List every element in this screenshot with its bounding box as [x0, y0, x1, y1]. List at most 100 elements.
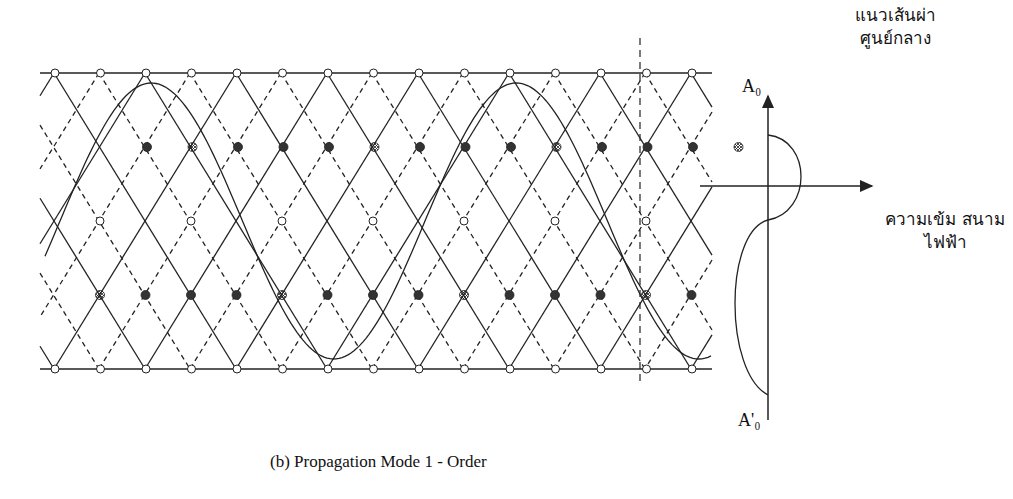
phase-dot: [460, 291, 469, 300]
reflection-point: [324, 365, 332, 373]
dashed-ray: [463, 73, 645, 369]
ray: [40, 198, 145, 369]
phase-dot: [278, 291, 287, 300]
reflection-point: [233, 69, 241, 77]
reflection-point: [142, 365, 150, 373]
reflection-point: [643, 365, 651, 373]
ray: [418, 73, 600, 369]
reflection-point: [597, 365, 605, 373]
ray: [327, 73, 509, 369]
ray: [691, 73, 712, 107]
figure-caption: (b) Propagation Mode 1 - Order: [270, 452, 487, 472]
dashed-ray: [99, 73, 281, 369]
reflection-point: [279, 69, 287, 77]
reflection-point: [370, 69, 378, 77]
reflection-point: [188, 69, 196, 77]
reflection-point: [461, 69, 469, 77]
field-axis-horizontal: [700, 185, 872, 187]
ray-lattice: [40, 73, 712, 369]
ray: [236, 73, 418, 369]
ray: [327, 73, 509, 369]
dashed-ray: [281, 73, 463, 369]
ray: [600, 73, 712, 255]
dashed-ray: [554, 112, 712, 369]
phase-dot: [416, 143, 425, 152]
phase-dot: [507, 143, 516, 152]
reflection-point: [506, 365, 514, 373]
cut-line: [639, 38, 640, 385]
ray: [40, 73, 54, 96]
phase-dot: [187, 291, 196, 300]
reflection-point: [233, 365, 241, 373]
reflection-point: [506, 69, 514, 77]
reflection-point: [552, 365, 560, 373]
phase-dot: [461, 143, 470, 152]
phase-dot: [323, 291, 332, 300]
reflection-point: [142, 69, 150, 77]
phase-dot: [370, 143, 379, 152]
reflection-point: [552, 69, 560, 77]
reflection-point: [51, 69, 59, 77]
dashed-ray: [40, 273, 99, 369]
phase-dot: [369, 291, 378, 300]
reflection-point: [688, 69, 696, 77]
phase-dot: [234, 143, 243, 152]
axis-end-label: A₀: [742, 76, 761, 97]
ray: [691, 335, 712, 369]
phase-dot: [734, 143, 743, 152]
phase-dot: [505, 291, 514, 300]
reflection-point: [415, 365, 423, 373]
crossing-point: [642, 217, 650, 225]
dashed-ray: [281, 73, 463, 369]
crossing-point: [460, 217, 468, 225]
axis-caption: ความเข้ม สนามไฟฟ้า: [880, 208, 1010, 254]
ray: [40, 346, 54, 369]
phase-dot: [143, 143, 152, 152]
reflection-point: [97, 69, 105, 77]
reflection-point: [461, 365, 469, 373]
phase-dot: [96, 291, 105, 300]
phase-dot: [188, 143, 197, 152]
dashed-ray: [372, 73, 554, 369]
ray: [54, 73, 236, 369]
field-axis-vertical: [767, 96, 769, 420]
phase-dot: [643, 143, 652, 152]
crossing-point: [96, 217, 104, 225]
phase-dot: [598, 143, 607, 152]
dashed-ray: [372, 73, 554, 369]
dashed-ray: [190, 73, 372, 369]
phase-dot: [687, 291, 696, 300]
crossing-point: [551, 217, 559, 225]
ray: [145, 73, 327, 369]
reflection-points: [51, 69, 743, 373]
field-profile: [735, 135, 801, 395]
dashed-ray: [554, 73, 712, 330]
dashed-ray: [99, 73, 281, 369]
ray: [509, 73, 691, 369]
reflection-point: [370, 365, 378, 373]
reflection-point: [324, 69, 332, 77]
phase-dot: [232, 291, 241, 300]
mode-wave: [45, 83, 711, 359]
ray: [40, 73, 145, 244]
phase-dot: [642, 291, 651, 300]
phase-dot: [552, 143, 561, 152]
phase-dot: [689, 143, 698, 152]
dashed-ray: [190, 73, 372, 369]
dashed-ray: [40, 73, 99, 169]
phase-dot: [279, 143, 288, 152]
crossing-point: [187, 217, 195, 225]
ray: [236, 73, 418, 369]
reflection-point: [415, 69, 423, 77]
reflection-point: [688, 365, 696, 373]
phase-dot: [551, 291, 560, 300]
crossing-point: [278, 217, 286, 225]
ray: [509, 73, 691, 369]
dashed-ray: [463, 73, 645, 369]
reflection-point: [51, 365, 59, 373]
reflection-point: [597, 69, 605, 77]
phase-dot: [141, 291, 150, 300]
phase-dot: [414, 291, 423, 300]
